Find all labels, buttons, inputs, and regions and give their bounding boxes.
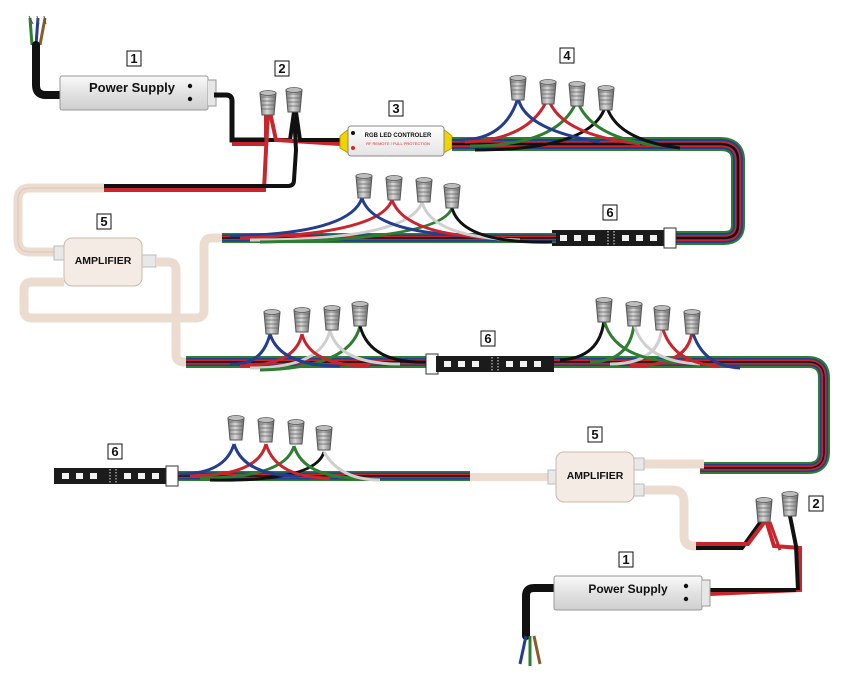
- power-supply-bottom: Power Supply: [522, 575, 711, 640]
- svg-text:6: 6: [111, 444, 118, 459]
- led-strip-middle: [425, 353, 555, 375]
- number-box-2-top: 2: [274, 60, 290, 77]
- controller-sublabel: RF REMOTE / FULL PROTECTION: [366, 141, 430, 146]
- bundle-amp-to-strip-top: [222, 197, 556, 244]
- ps-bottom-output-wires: [696, 515, 802, 596]
- svg-text:4: 4: [563, 48, 571, 63]
- led-strip-top: [551, 227, 677, 249]
- controller-label: RGB LED CONTROLER: [365, 133, 432, 139]
- power-supply-top: Power Supply: [59, 75, 217, 111]
- number-box-6-top: 6: [602, 204, 618, 221]
- wire-nuts-mid-right: [595, 297, 701, 335]
- svg-text:2: 2: [278, 61, 285, 76]
- number-box-6-middle: 6: [480, 330, 496, 347]
- led-strip-bottom: [53, 465, 179, 487]
- amplifier-bottom: AMPLIFIER: [547, 451, 704, 551]
- number-box-3: 3: [388, 100, 404, 117]
- rgb-led-controller: RGB LED CONTROLER RF REMOTE / FULL PROTE…: [339, 125, 453, 157]
- number-box-6-bottom: 6: [107, 443, 123, 460]
- mains-input-bottom: [518, 635, 542, 666]
- middle-bundle: [186, 319, 830, 474]
- svg-text:2: 2: [812, 496, 819, 511]
- number-box-5-bottom: 5: [587, 426, 603, 443]
- wire-nuts-4: [509, 75, 615, 111]
- power-supply-bottom-label: Power Supply: [588, 582, 668, 596]
- number-box-1-top: 1: [126, 50, 142, 67]
- wire-nuts-top-amp: [355, 173, 461, 209]
- svg-text:3: 3: [392, 101, 399, 116]
- wire-nuts-bottom: [227, 415, 333, 451]
- number-box-1-bottom: 1: [618, 551, 634, 568]
- amplifier-top-label: AMPLIFIER: [75, 255, 132, 267]
- amplifier-top: AMPLIFIER: [53, 237, 157, 287]
- svg-text:1: 1: [622, 552, 629, 567]
- svg-text:1: 1: [130, 51, 137, 66]
- number-box-4: 4: [559, 47, 575, 64]
- mains-input-top: [28, 15, 66, 99]
- splice-wires-4: [459, 97, 681, 152]
- power-supply-top-label: Power Supply: [89, 80, 176, 95]
- svg-text:6: 6: [484, 331, 491, 346]
- wire-nuts-2-top: [259, 87, 303, 116]
- svg-text:5: 5: [591, 427, 598, 442]
- amp-top-cables: [19, 233, 236, 367]
- controller-output-bundle: [452, 137, 745, 245]
- amplifier-bottom-label: AMPLIFIER: [567, 470, 624, 482]
- number-box-5-top: 5: [96, 213, 112, 230]
- ps-top-output-wires: [13, 92, 341, 257]
- svg-text:6: 6: [606, 205, 613, 220]
- wire-nuts-mid-left: [263, 301, 369, 335]
- number-box-2-bottom: 2: [808, 495, 824, 512]
- bottom-bundle: [176, 443, 560, 482]
- svg-text:5: 5: [100, 214, 107, 229]
